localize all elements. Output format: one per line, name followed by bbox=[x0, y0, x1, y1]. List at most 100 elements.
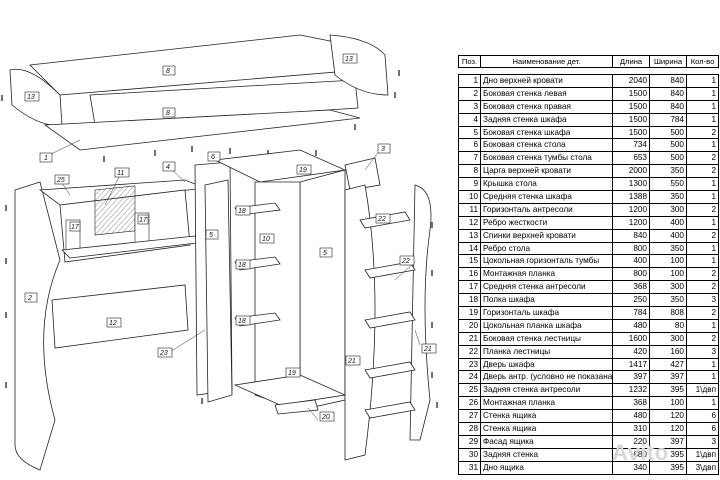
cell-length: 840 bbox=[612, 228, 650, 243]
cell-length: 1232 bbox=[612, 383, 650, 398]
cell-name: Средняя стенка антресоли bbox=[480, 280, 613, 295]
cell-length: 1600 bbox=[612, 331, 650, 346]
cell-qty: 1 bbox=[686, 74, 719, 88]
cell-length: 734 bbox=[612, 138, 650, 153]
cell-qty: 1 bbox=[686, 254, 719, 269]
cell-qty: 1 bbox=[686, 138, 719, 153]
cell-name: Задняя стенка шкафа bbox=[480, 112, 613, 127]
cell-name: Боковая стенка лестницы bbox=[480, 331, 613, 346]
cell-name: Фасад ящика bbox=[480, 434, 613, 449]
label-5a: 5 bbox=[209, 232, 213, 239]
cell-width: 550 bbox=[649, 177, 687, 192]
cell-pos: 24 bbox=[458, 370, 481, 385]
cell-qty: 2 bbox=[686, 267, 719, 282]
cell-length: 310 bbox=[612, 422, 650, 436]
cell-pos: 16 bbox=[458, 267, 481, 282]
label-22b: 22 bbox=[401, 258, 410, 265]
cell-name: Царга верхней кровати bbox=[480, 164, 613, 179]
cell-width: 400 bbox=[649, 215, 687, 230]
cell-qty: 1 bbox=[686, 99, 719, 114]
cell-qty: 1\двп bbox=[686, 447, 719, 462]
cell-qty: 1 bbox=[686, 357, 719, 372]
cell-width: 840 bbox=[649, 99, 687, 114]
cell-length: 1200 bbox=[612, 202, 650, 217]
cell-name: Дно верхней кровати bbox=[480, 74, 613, 88]
label-17b: 17 bbox=[139, 217, 148, 224]
part-3-right-side bbox=[344, 157, 381, 191]
label-25: 25 bbox=[56, 177, 65, 184]
cell-length: 1500 bbox=[612, 125, 650, 140]
label-13b: 13 bbox=[345, 56, 353, 63]
cell-pos: 3 bbox=[458, 99, 481, 114]
cell-qty: 3\двп bbox=[686, 460, 719, 475]
cell-width: 500 bbox=[649, 125, 687, 140]
label-18a: 18 bbox=[238, 208, 246, 215]
cell-pos: 31 bbox=[458, 460, 481, 475]
cell-width: 808 bbox=[649, 306, 687, 320]
label-18b: 18 bbox=[238, 262, 246, 269]
cell-width: 100 bbox=[649, 396, 687, 411]
cell-name: Задняя стенка антресоли bbox=[480, 383, 613, 398]
cell-pos: 30 bbox=[458, 447, 481, 462]
cell-name: Боковая стенка шкафа bbox=[480, 125, 613, 140]
cell-name: Горизонталь шкафа bbox=[480, 306, 613, 320]
cell-pos: 25 bbox=[458, 383, 481, 398]
label-3: 3 bbox=[381, 146, 385, 153]
cell-name: Монтажная планка bbox=[480, 267, 613, 282]
cell-width: 300 bbox=[649, 280, 687, 295]
label-8a: 8 bbox=[166, 68, 170, 75]
cell-name: Планка лестницы bbox=[480, 344, 613, 359]
parts-table: Поз. Наименование дет. Длина Ширина Кол-… bbox=[458, 55, 719, 475]
cell-pos: 7 bbox=[458, 151, 481, 166]
cell-name: Боковая стенка правая bbox=[480, 99, 613, 114]
part-13-right-headboard bbox=[329, 34, 389, 96]
cell-name: Крышка стола bbox=[480, 177, 613, 192]
cell-pos: 1 bbox=[458, 74, 481, 88]
part-21-ladder-right bbox=[409, 184, 432, 441]
cell-qty: 3 bbox=[686, 293, 719, 308]
cell-name: Стенка ящика bbox=[480, 409, 613, 424]
cell-width: 350 bbox=[649, 190, 687, 204]
label-18c: 18 bbox=[238, 318, 246, 325]
cell-pos: 4 bbox=[458, 112, 481, 127]
part-8-front-rail bbox=[89, 79, 359, 126]
cell-name: Цокольная горизонталь тумбы bbox=[480, 254, 613, 269]
cell-name: Спинки верхней кровати bbox=[480, 228, 613, 243]
cell-width: 500 bbox=[649, 138, 687, 153]
table-spacer-row bbox=[458, 67, 719, 75]
cell-pos: 22 bbox=[458, 344, 481, 359]
cell-width: 300 bbox=[649, 331, 687, 346]
cell-width: 160 bbox=[649, 344, 687, 359]
cell-width: 350 bbox=[649, 293, 687, 308]
cell-width: 395 bbox=[649, 460, 687, 475]
cell-length: 1300 bbox=[612, 177, 650, 192]
cell-length: 2000 bbox=[612, 164, 650, 179]
cell-width: 427 bbox=[649, 357, 687, 372]
cell-pos: 6 bbox=[458, 138, 481, 153]
cell-length: 784 bbox=[612, 306, 650, 320]
cell-length: 1388 bbox=[612, 190, 650, 204]
cell-qty: 1\двп bbox=[686, 383, 719, 398]
parts-table-container: Поз. Наименование дет. Длина Ширина Кол-… bbox=[458, 55, 719, 475]
cell-name: Полка шкафа bbox=[480, 293, 613, 308]
cell-width: 395 bbox=[649, 383, 687, 398]
cell-width: 784 bbox=[649, 112, 687, 127]
cell-width: 100 bbox=[649, 267, 687, 282]
